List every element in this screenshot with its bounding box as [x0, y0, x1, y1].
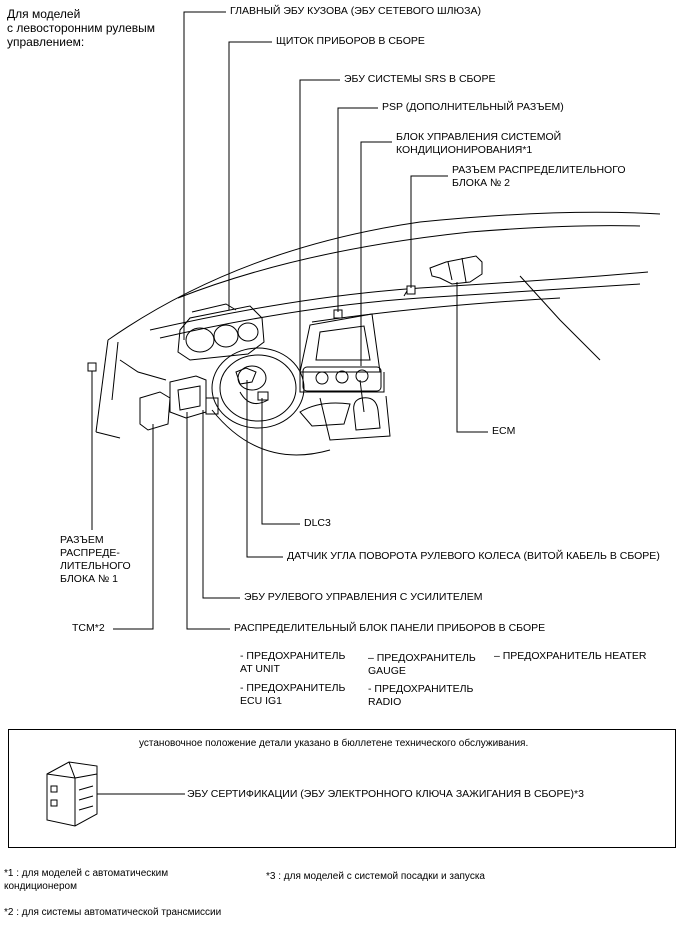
leader-main-body-ecu	[183, 11, 226, 340]
center-stack	[299, 313, 381, 373]
fuse-radio: - ПРЕДОХРАНИТЕЛЬ RADIO	[368, 683, 474, 708]
fuse-gauge: – ПРЕДОХРАНИТЕЛЬ GAUGE	[368, 652, 476, 677]
label-main-body-ecu: ГЛАВНЫЙ ЭБУ КУЗОВА (ЭБУ СЕТЕВОГО ШЛЮЗА)	[230, 5, 482, 17]
leader-steering-angle	[246, 380, 283, 558]
label-certification-ecu: ЭБУ СЕРТИФИКАЦИИ (ЭБУ ЭЛЕКТРОННОГО КЛЮЧА…	[187, 788, 584, 800]
label-instrument-junction-block: РАСПРЕДЕЛИТЕЛЬНЫЙ БЛОК ПАНЕЛИ ПРИБОРОВ В…	[234, 622, 546, 634]
note-box-title: установочное положение детали указано в …	[139, 738, 529, 749]
fuse-at-unit: - ПРЕДОХРАНИТЕЛЬ AT UNIT	[240, 650, 346, 675]
leader-psp	[337, 107, 378, 312]
certification-note-box: установочное положение детали указано в …	[8, 729, 676, 848]
windshield-outline	[107, 211, 661, 341]
steering-wheel	[211, 347, 305, 429]
leader-dlc3	[261, 398, 300, 525]
dashboard-top	[149, 271, 649, 331]
label-power-steering-ecu: ЭБУ РУЛЕВОГО УПРАВЛЕНИЯ С УСИЛИТЕЛЕМ	[244, 591, 483, 603]
shifter	[353, 397, 381, 431]
label-psp: PSP (ДОПОЛНИТЕЛЬНЫЙ РАЗЪЕМ)	[382, 101, 564, 113]
instrument-junction-block-drawing	[169, 375, 207, 419]
tcm-drawing	[139, 391, 171, 431]
label-dlc3: DLC3	[304, 517, 331, 529]
label-ecm: ECM	[492, 425, 516, 437]
leader-instrument-junction	[186, 412, 230, 630]
leader-ac-control	[360, 141, 392, 366]
fuse-heater: – ПРЕДОХРАНИТЕЛЬ HEATER	[494, 650, 647, 662]
leader-tcm	[113, 424, 154, 630]
label-junction-connector-2: РАЗЪЕМ РАСПРЕДЕЛИТЕЛЬНОГО БЛОКА № 2	[452, 164, 626, 189]
leader-ecm	[456, 282, 488, 433]
certification-ecu-drawing	[46, 761, 98, 827]
junction-connector-1-marker	[87, 362, 97, 372]
leader-srs-ecu	[299, 79, 340, 370]
label-steering-angle-sensor: ДАТЧИК УГЛА ПОВОРОТА РУЛЕВОГО КОЛЕСА (ВИ…	[287, 550, 660, 562]
model-note: Для моделей с левосторонним рулевым упра…	[7, 7, 156, 49]
footnote-2: *2 : для системы автоматической трансмис…	[4, 907, 222, 918]
footnote-1: *1 : для моделей с автоматическим кондиц…	[4, 868, 169, 892]
label-srs-ecu: ЭБУ СИСТЕМЫ SRS В СБОРЕ	[344, 73, 496, 85]
instrument-cluster	[177, 305, 265, 361]
leader-junction-connector-2	[410, 175, 448, 288]
fuse-ecu-ig1: - ПРЕДОХРАНИТЕЛЬ ECU IG1	[240, 682, 346, 707]
label-ac-control: БЛОК УПРАВЛЕНИЯ СИСТЕМОЙ КОНДИЦИОНИРОВАН…	[396, 131, 562, 156]
label-tcm: TCM*2	[72, 622, 105, 634]
label-junction-connector-1: РАЗЪЕМ РАСПРЕДЕ- ЛИТЕЛЬНОГО БЛОКА № 1	[60, 534, 131, 585]
ecm-drawing	[429, 255, 483, 285]
footnote-3: *3 : для моделей с системой посадки и за…	[266, 871, 485, 882]
leader-instrument-panel	[228, 41, 272, 310]
label-instrument-panel: ЩИТОК ПРИБОРОВ В СБОРЕ	[276, 35, 425, 47]
leader-certification-ecu	[97, 793, 185, 795]
leader-power-steering	[202, 410, 240, 599]
